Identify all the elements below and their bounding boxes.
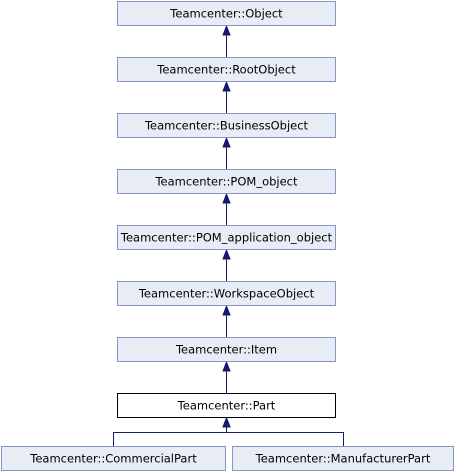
node-box [1,446,226,471]
node-box [232,446,454,471]
node-box [117,169,336,194]
node-label: Teamcenter::Part [177,399,276,413]
node-label: Teamcenter::Item [175,343,277,357]
node-manufacturerpart[interactable]: Teamcenter::ManufacturerPart [232,446,454,471]
node-box [117,1,336,26]
node-businessobject[interactable]: Teamcenter::BusinessObject [117,113,336,138]
arrowhead [222,136,231,148]
node-object[interactable]: Teamcenter::Object [117,1,336,26]
arrowhead [222,360,231,372]
node-label: Teamcenter::BusinessObject [144,119,309,133]
edges-layer [113,24,344,446]
node-label: Teamcenter::WorkspaceObject [138,287,315,301]
node-label: Teamcenter::RootObject [156,63,296,77]
node-label: Teamcenter::Object [169,7,283,21]
node-box [117,337,336,362]
node-box [117,393,336,418]
node-item[interactable]: Teamcenter::Item [117,337,336,362]
arrowhead [222,248,231,260]
arrowhead [222,416,231,428]
node-box [117,57,336,82]
arrowhead [222,24,231,36]
node-label: Teamcenter::ManufacturerPart [255,452,431,466]
node-label: Teamcenter::CommercialPart [29,452,197,466]
edge-manufacturerpart-to-part [226,427,344,446]
node-part: Teamcenter::Part [117,393,336,418]
node-box [117,113,336,138]
edge-commercialpart-to-part [113,427,227,446]
node-label: Teamcenter::POM_object [154,175,298,189]
node-pom-object[interactable]: Teamcenter::POM_object [117,169,336,194]
node-workspaceobject[interactable]: Teamcenter::WorkspaceObject [117,281,336,306]
arrowhead [222,80,231,92]
node-box [117,225,336,250]
node-box [117,281,336,306]
node-rootobject[interactable]: Teamcenter::RootObject [117,57,336,82]
arrowhead [222,304,231,316]
node-pom-application-object[interactable]: Teamcenter::POM_application_object [117,225,336,250]
node-commercialpart[interactable]: Teamcenter::CommercialPart [1,446,226,471]
node-label: Teamcenter::POM_application_object [120,231,333,245]
arrowhead [222,192,231,204]
